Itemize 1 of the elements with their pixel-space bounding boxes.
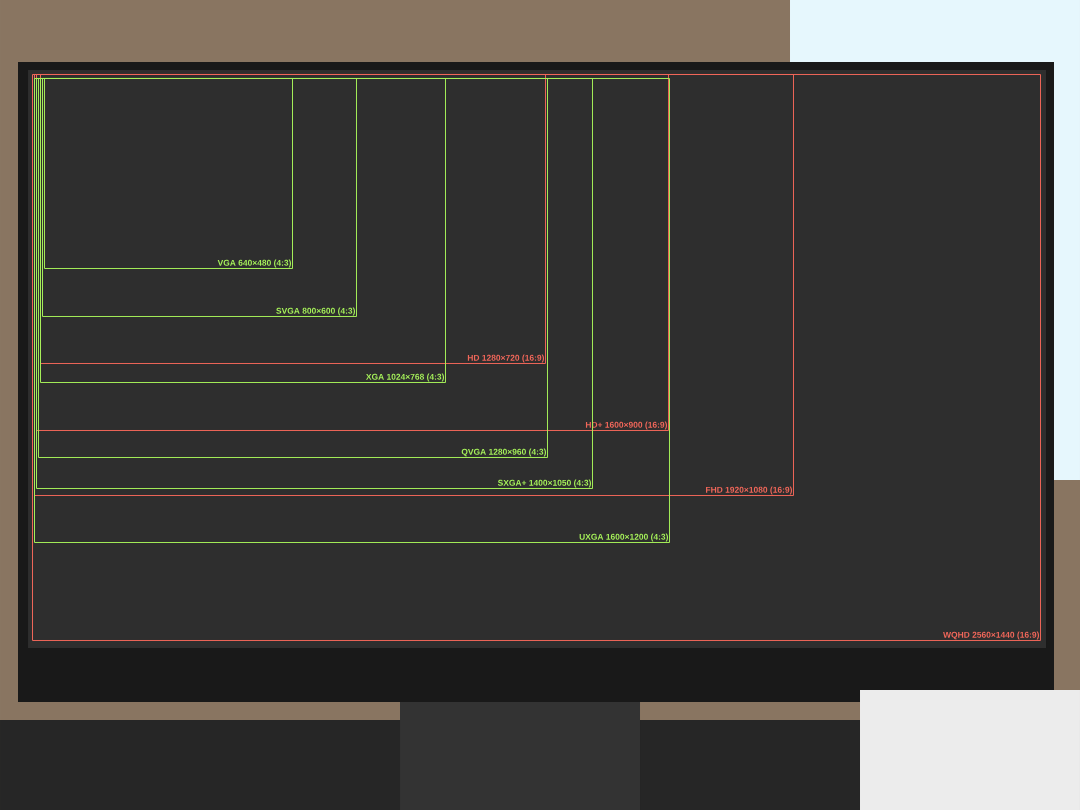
resolution-frame: VGA 640×480 (4:3) <box>44 78 293 269</box>
